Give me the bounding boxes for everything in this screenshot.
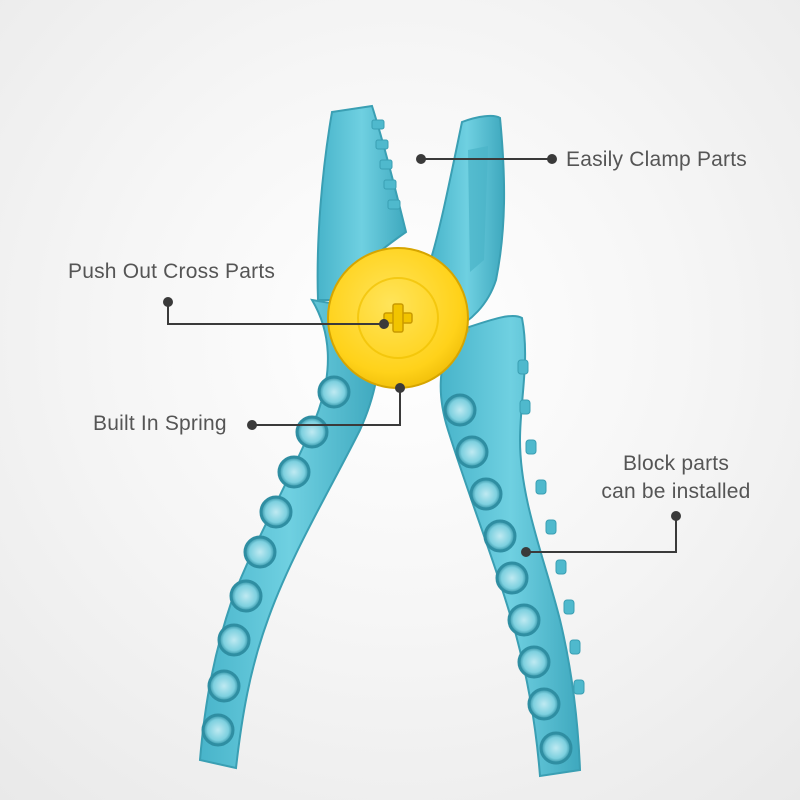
callout-easily-clamp-parts: Easily Clamp Parts [566, 148, 747, 171]
right-handle-ridges [517, 359, 585, 695]
spring-hub [327, 247, 470, 389]
callout-push-out-cross-parts: Push Out Cross Parts [68, 260, 276, 283]
callout-built-in-spring: Built In Spring [93, 412, 227, 435]
callout-block-parts: Block parts can be installed [596, 450, 756, 506]
cross-axle-icon [383, 303, 413, 333]
right-handle [439, 314, 585, 778]
callout-block-parts-line2: can be installed [601, 480, 751, 503]
right-handle-holes [443, 393, 573, 765]
callout-block-parts-line1: Block parts [622, 452, 730, 475]
leader-lines [163, 154, 681, 557]
left-handle [198, 298, 380, 770]
